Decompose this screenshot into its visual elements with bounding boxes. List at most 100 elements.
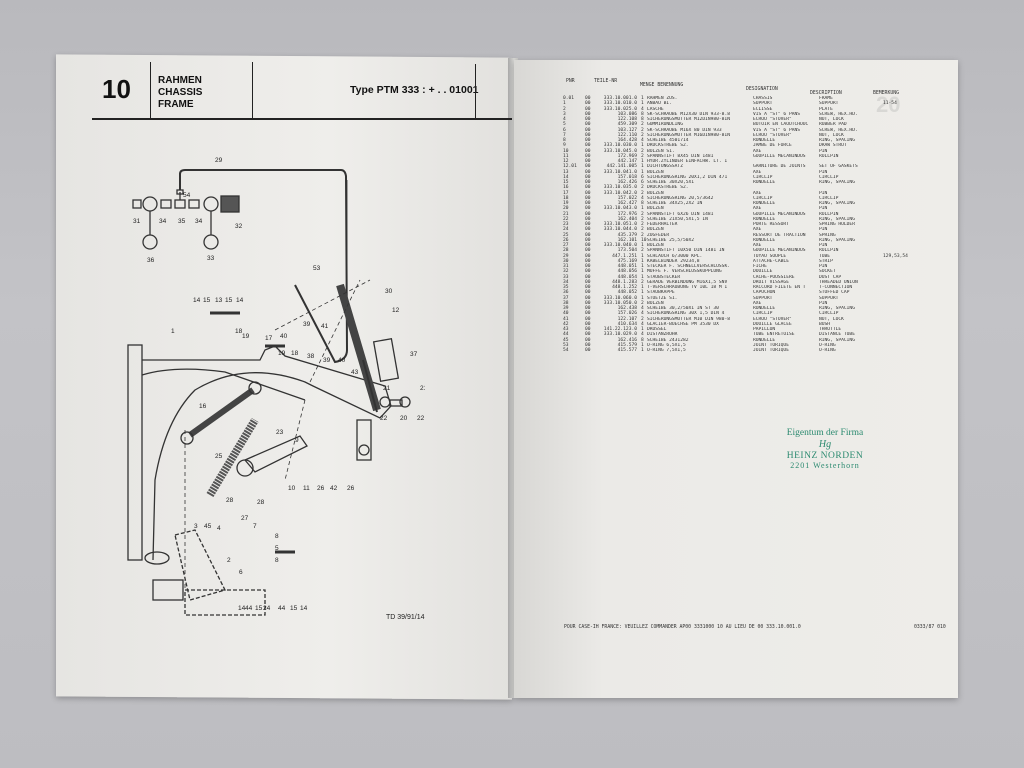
cell-des: ECROU "STOVER"	[753, 316, 792, 322]
svg-text:40: 40	[280, 333, 288, 340]
cell-q: 1	[641, 327, 644, 332]
cell-ben: BOLZEN	[647, 169, 664, 175]
cell-pnr: 44	[563, 332, 569, 338]
cell-dsc: RING, SPACING	[819, 237, 855, 243]
svg-text:41: 41	[321, 323, 329, 330]
svg-text:37: 37	[410, 351, 418, 358]
cell-pnr: 6	[563, 127, 566, 133]
cell-dsc: DUST CAP	[819, 274, 842, 280]
cell-dsc: PIN	[819, 148, 828, 154]
svg-text:33: 33	[207, 255, 215, 262]
cell-dsc: SUPPORT	[819, 101, 839, 107]
cell-q: 6	[641, 180, 644, 185]
cell-des: FICHE	[753, 264, 767, 269]
svg-text:43: 43	[351, 369, 359, 376]
cell-ben: SCHEIBE 34X25,2X2 IN	[647, 201, 703, 206]
cell-dsc: FRAME	[819, 96, 833, 101]
cell-ben: SCHEIBE 30,2/50X1 IN ST 30	[647, 306, 719, 311]
cell-des: DOUILLE	[753, 269, 773, 275]
svg-text:11: 11	[303, 485, 310, 492]
cell-pnr: 35	[563, 285, 569, 290]
cell-pnr: 33	[563, 274, 569, 280]
cell-pnr: 27	[563, 243, 569, 248]
cell-dsc: SPRING	[819, 232, 836, 238]
cell-ben: ZUGFEDER	[647, 232, 670, 238]
cell-pnr: 36	[563, 290, 569, 296]
cell-pnr: 12.01	[563, 164, 577, 170]
cell-ben: SCHEIBE 21X50,5X1,5 IN	[647, 216, 708, 222]
cell-des: AXE	[753, 206, 762, 212]
cell-ben: DRUCKSTREBE S2.	[647, 185, 689, 191]
svg-text:5: 5	[275, 545, 279, 552]
cell-q: 1	[641, 169, 644, 175]
cell-pnr: 21	[563, 211, 569, 217]
cell-tnr: 333.10.001.0	[603, 96, 637, 101]
cell-v: 00	[585, 185, 591, 191]
cell-dsc: SPRING HOLDER	[819, 222, 855, 227]
cell-tnr: 448.056	[617, 269, 637, 275]
svg-text:21: 21	[383, 385, 391, 392]
cell-v: 00	[585, 180, 591, 185]
cell-des: PORTE RESSORT	[753, 222, 789, 227]
stamp-company: HEINZ NORDEN	[786, 451, 864, 461]
cell-dsc: ROLLPIN	[819, 248, 839, 254]
cell-v: 00	[585, 306, 591, 311]
cell-v: 00	[585, 295, 591, 301]
cell-tnr: 442.147	[617, 159, 637, 164]
cell-dsc: PIN	[819, 169, 828, 175]
cell-tnr: 459.309	[617, 122, 637, 128]
cell-tnr: 333.10.045.0	[603, 148, 637, 154]
col-designation: DESIGNATION	[746, 87, 778, 92]
cell-q: 2	[641, 127, 644, 133]
cell-pnr: 40	[563, 311, 569, 317]
cell-ben: DISTANZROHR	[647, 332, 678, 338]
cell-tnr: 122.107	[617, 316, 637, 322]
cell-q: 2	[641, 190, 644, 196]
cell-dsc: T-CONNECTION	[819, 285, 853, 290]
cell-pnr: 25	[563, 232, 569, 238]
cell-pnr: 53	[563, 342, 569, 348]
cell-v: 00	[585, 279, 591, 285]
cell-ben: SCHEIBE 4501714	[647, 138, 689, 143]
cell-ben: RAHMEN ZUS.	[647, 96, 678, 101]
footer-note: POUR CASE-IH FRANCE: VEUILLEZ COMMANDER …	[564, 625, 801, 630]
cell-v: 00	[585, 337, 591, 343]
cell-des: BUTOIR EN CAOUTCHOUC	[753, 122, 809, 128]
svg-text:3: 3	[194, 523, 198, 530]
cell-q: 4	[641, 311, 644, 317]
cell-pnr: 0.01	[563, 96, 575, 101]
col-bemerkung: BEMERKUNG	[873, 91, 899, 96]
book-gutter	[508, 58, 518, 698]
svg-text:34: 34	[159, 218, 167, 225]
cell-dsc: RING, SPACING	[819, 180, 855, 185]
cell-v: 00	[585, 285, 591, 290]
cell-v: 00	[585, 201, 591, 206]
cell-pnr: 31	[563, 264, 569, 269]
cell-ben: O-RING 6,5X1,5	[647, 342, 686, 348]
cell-ben: BOLZEN	[647, 243, 664, 248]
svg-text:32: 32	[235, 223, 243, 230]
cell-tnr: 333.10.010.0	[603, 101, 637, 107]
svg-text:16: 16	[199, 403, 207, 410]
cell-des: RONDELLE	[753, 337, 776, 343]
svg-text:24: 24	[263, 605, 271, 612]
cell-v: 00	[585, 327, 591, 332]
cell-pnr: 32	[563, 269, 569, 275]
cell-ben: SPANNSTIFT 6X26 DIN 1481	[647, 211, 714, 217]
svg-text:40: 40	[338, 357, 346, 364]
cell-v: 00	[585, 269, 591, 275]
cell-dsc: RING, SPACING	[819, 138, 855, 143]
svg-text:14: 14	[238, 605, 246, 612]
svg-text:22: 22	[417, 415, 425, 422]
cell-q: 1	[641, 101, 644, 107]
cell-v: 00	[585, 237, 591, 243]
